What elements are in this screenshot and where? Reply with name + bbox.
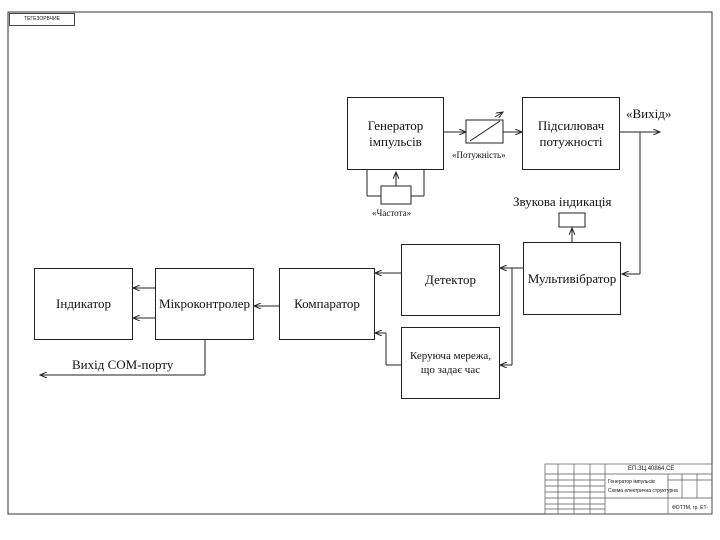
title-block-org: ФОТТМ, гр. ЕТ- bbox=[672, 505, 709, 511]
multivibrator-block: Мультивібратор bbox=[523, 242, 621, 315]
frequency-resistor bbox=[380, 185, 412, 205]
sheet-frame bbox=[7, 11, 713, 515]
microcontroller-block: Мікроконтролер bbox=[155, 268, 254, 340]
detector-block: Детектор bbox=[401, 244, 500, 316]
com-port-output-label: Вихід COM-порту bbox=[72, 357, 174, 372]
title-block-code: ЕП.ЗЦ.40864.СЕ bbox=[628, 466, 675, 472]
title-block bbox=[544, 463, 713, 515]
title-block-line2: Схема електрична структурна bbox=[608, 488, 678, 494]
sound-indication-label: Звукова індикація bbox=[513, 194, 612, 209]
attenuator-arrow bbox=[494, 112, 503, 117]
attenuator-slash bbox=[469, 120, 501, 142]
sound-indicator-box bbox=[558, 212, 586, 228]
timer-network-block: Керуюча мережа, що задає час bbox=[401, 327, 500, 399]
generator-block: Генератор імпульсів bbox=[347, 97, 444, 170]
output-label: «Вихід» bbox=[626, 106, 672, 121]
frequency-label: «Частота» bbox=[372, 208, 412, 218]
sheet-corner-stamp: ТЕГЕЗОРВЧИЕ bbox=[9, 13, 75, 26]
power-label: «Потужність» bbox=[452, 150, 506, 160]
indicator-block: Індикатор bbox=[34, 268, 133, 340]
amplifier-block: Підсилювач потужності bbox=[522, 97, 620, 170]
title-block-line1: Генератор імпульсів bbox=[608, 479, 655, 485]
comparator-block: Компаратор bbox=[279, 268, 375, 340]
